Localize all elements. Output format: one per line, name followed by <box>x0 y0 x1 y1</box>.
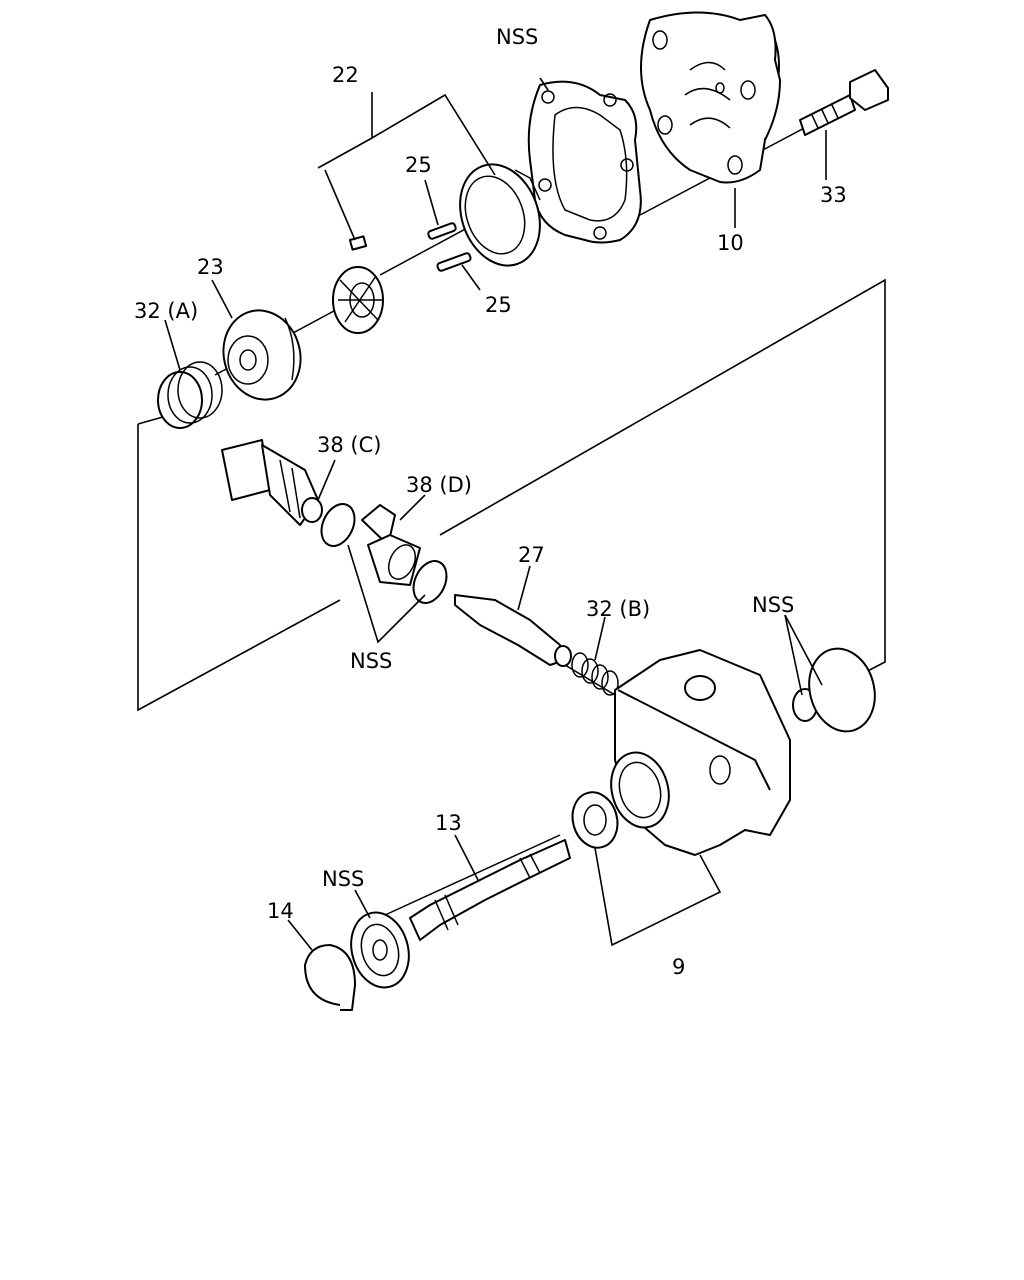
o-ring-large <box>808 647 876 733</box>
label-27: 27 <box>518 543 545 567</box>
elbow-fitting <box>361 504 421 586</box>
ball-bearing <box>350 911 410 989</box>
o-ring-upper <box>320 503 356 547</box>
o-ring-lower <box>412 560 448 604</box>
cam-ring <box>459 163 541 267</box>
leader-lines <box>164 77 827 951</box>
label-32b: 32 (B) <box>586 597 650 621</box>
pin-upper <box>427 222 457 240</box>
label-23: 23 <box>197 255 224 279</box>
part-labels: 22 25 25 23 32 (A) NSS 10 33 38 (C) 38 (… <box>134 25 847 979</box>
label-nss-gasket: NSS <box>496 25 538 49</box>
label-10: 10 <box>717 231 744 255</box>
union-bolt <box>221 439 323 526</box>
label-33: 33 <box>820 183 847 207</box>
pump-cover <box>640 11 781 184</box>
rotor <box>332 235 384 334</box>
assembly-bracket-frame-top <box>439 278 886 676</box>
spring-b <box>571 652 619 696</box>
bolt <box>799 69 889 136</box>
oil-seal-inner <box>583 804 607 836</box>
drive-shaft <box>409 839 571 941</box>
pin-lower <box>436 252 472 272</box>
snap-ring <box>304 944 356 1011</box>
label-nss-oring: NSS <box>752 593 794 617</box>
gasket <box>527 80 642 244</box>
oil-seal <box>571 791 619 849</box>
label-25-lower: 25 <box>485 293 512 317</box>
side-plate <box>222 309 302 401</box>
label-14: 14 <box>267 899 294 923</box>
label-nss-rings: NSS <box>350 649 392 673</box>
label-32a: 32 (A) <box>134 299 198 323</box>
assembly-bracket-frame <box>137 424 341 712</box>
label-13: 13 <box>435 811 462 835</box>
label-22: 22 <box>332 63 359 87</box>
label-38d: 38 (D) <box>406 473 472 497</box>
label-25-upper: 25 <box>405 153 432 177</box>
spring-a <box>157 361 223 429</box>
label-nss-bearing: NSS <box>322 867 364 891</box>
label-9: 9 <box>672 955 685 979</box>
pump-housing <box>610 649 791 856</box>
label-38c: 38 (C) <box>317 433 381 457</box>
flow-control-valve <box>454 594 572 667</box>
